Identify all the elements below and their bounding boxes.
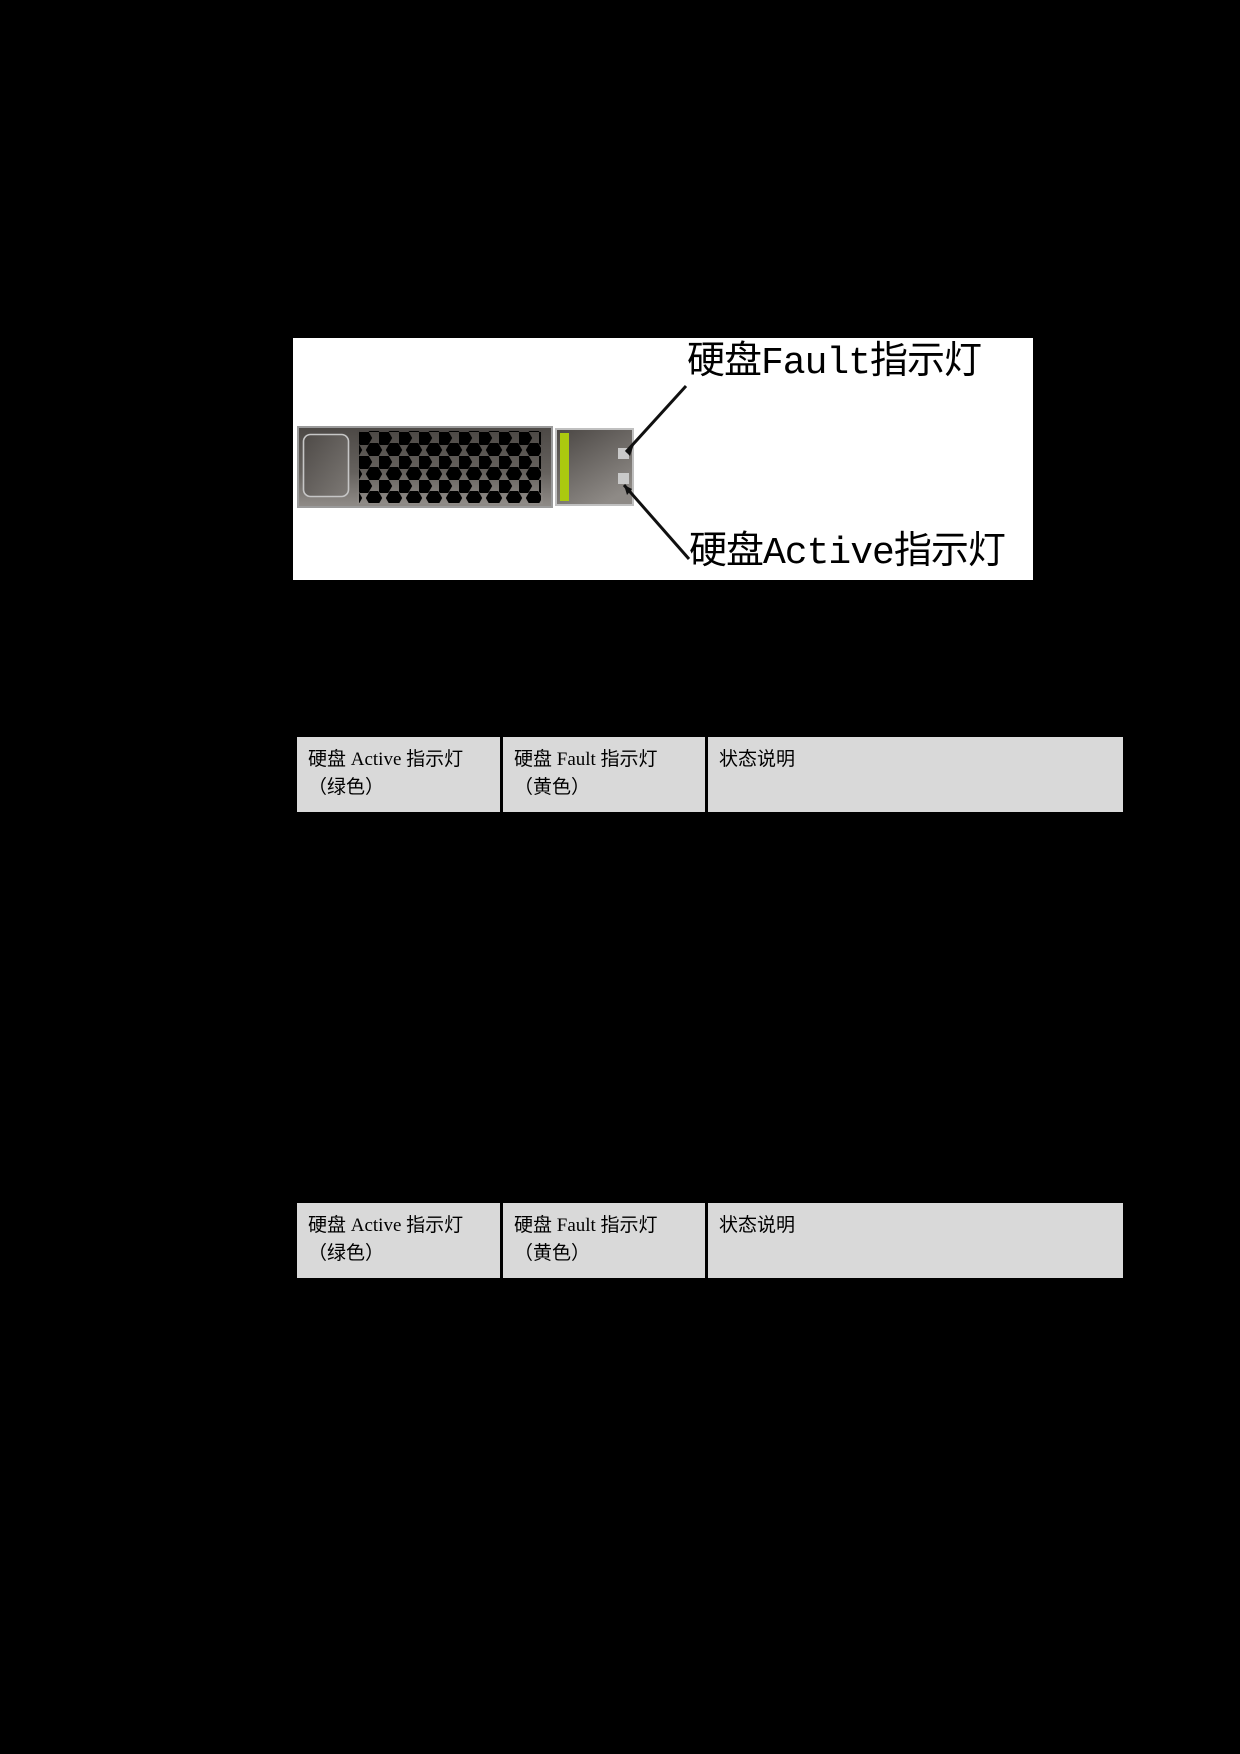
table1-col-active-led-title: 硬盘 Active 指示灯: [308, 749, 464, 770]
fault-leader-arrow: [626, 444, 634, 456]
active-led: [618, 473, 629, 484]
table2-col-status: 状态说明: [708, 1203, 1123, 1278]
green-stripe: [560, 433, 569, 501]
table1-col-active-led: 硬盘 Active 指示灯 （绿色）: [297, 737, 500, 812]
led-status-table-1-header: 硬盘 Active 指示灯 （绿色） 硬盘 Fault 指示灯 （黄色） 状态说…: [297, 737, 1123, 812]
table1-col-fault-led: 硬盘 Fault 指示灯 （黄色）: [503, 737, 705, 812]
table2-col-active-led-subtitle: （绿色）: [308, 1243, 385, 1264]
hard-disk-led-figure: 硬盘Fault指示灯 硬盘Active指示灯: [293, 338, 1033, 580]
active-led-callout-label: 硬盘Active指示灯: [689, 532, 1006, 575]
fault-led: [618, 448, 629, 459]
fault-led-callout-label: 硬盘Fault指示灯: [687, 342, 982, 385]
table1-col-active-led-subtitle: （绿色）: [308, 777, 385, 798]
table2-col-fault-led-title: 硬盘 Fault 指示灯: [514, 1215, 658, 1236]
active-leader-line: [622, 484, 691, 560]
table1-col-status-title: 状态说明: [719, 749, 796, 770]
table2-col-status-title: 状态说明: [719, 1215, 796, 1236]
table1-col-fault-led-title: 硬盘 Fault 指示灯: [514, 749, 658, 770]
table2-col-active-led: 硬盘 Active 指示灯 （绿色）: [297, 1203, 500, 1278]
active-leader-arrow: [624, 485, 632, 495]
table1-col-status: 状态说明: [708, 737, 1123, 812]
table2-col-active-led-title: 硬盘 Active 指示灯: [308, 1215, 464, 1236]
led-status-table-2-header: 硬盘 Active 指示灯 （绿色） 硬盘 Fault 指示灯 （黄色） 状态说…: [297, 1203, 1123, 1278]
fault-leader-line: [624, 384, 688, 454]
table2-col-fault-led-subtitle: （黄色）: [514, 1243, 591, 1264]
table1-col-fault-led-subtitle: （黄色）: [514, 777, 591, 798]
hard-disk-tray-graphic: [297, 384, 691, 560]
tray-latch: [302, 433, 350, 498]
vent-mesh-holes: [359, 431, 541, 503]
table2-col-fault-led: 硬盘 Fault 指示灯 （黄色）: [503, 1203, 705, 1278]
